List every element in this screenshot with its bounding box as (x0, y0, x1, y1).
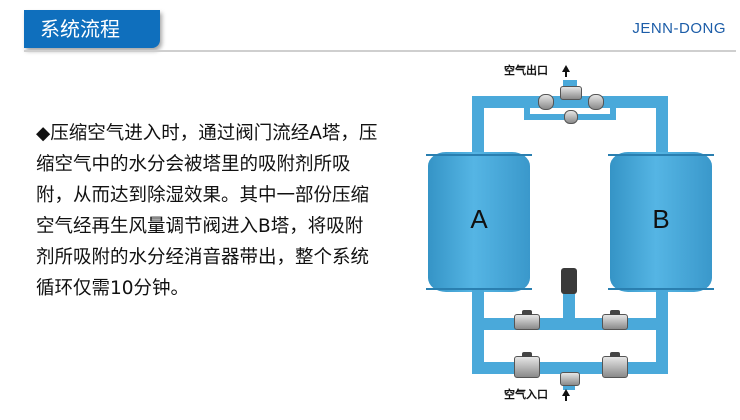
inlet-fitting (560, 372, 580, 386)
tower-b-band-top (608, 154, 714, 156)
bypass-left-drop (524, 102, 530, 120)
inlet-valve-b-actuator (610, 352, 620, 357)
left-riser-pipe (472, 96, 484, 158)
muffler-pipe (563, 288, 575, 330)
tower-a-label: A (470, 204, 488, 234)
section-title: 系统流程 (24, 10, 160, 48)
outlet-arrow-icon (562, 65, 570, 72)
tower-b-band-bottom (608, 288, 714, 290)
exhaust-valve-a (514, 310, 540, 330)
inlet-valve-a-actuator (522, 352, 532, 357)
exhaust-valve-b (602, 310, 628, 330)
regeneration-flow-valve (564, 110, 578, 124)
brand-logo-text: JENN-DONG (632, 20, 726, 37)
inlet-valve-a (514, 352, 540, 378)
bypass-right-drop (610, 102, 616, 120)
inlet-arrow-icon (562, 389, 570, 396)
tower-a: A (426, 152, 532, 292)
inlet-arrow-stem (565, 396, 567, 401)
tower-a-band-top (426, 154, 532, 156)
outlet-label: 空气出口 (504, 64, 548, 77)
left-drop-pipe (472, 290, 484, 374)
tower-a-band-bottom (426, 288, 532, 290)
outlet-fitting (560, 86, 582, 100)
right-drop-pipe (656, 290, 668, 374)
right-riser-pipe (656, 96, 668, 158)
top-header-pipe (472, 96, 668, 108)
tower-b: B (608, 152, 714, 292)
muffler (561, 268, 577, 294)
outlet-arrow-stem (565, 72, 567, 77)
check-valve-left (538, 94, 554, 110)
header-divider (24, 50, 736, 52)
process-description: ◆压缩空气进入时，通过阀门流经A塔，压缩空气中的水分会被塔里的吸附剂所吸附，从而… (36, 123, 378, 299)
inlet-label: 空气入口 (504, 388, 548, 401)
tower-b-label: B (652, 204, 670, 234)
exhaust-valve-a-actuator (522, 310, 532, 315)
inlet-valve-b (602, 352, 628, 378)
exhaust-valve-b-actuator (610, 310, 620, 315)
check-valve-right (588, 94, 604, 110)
